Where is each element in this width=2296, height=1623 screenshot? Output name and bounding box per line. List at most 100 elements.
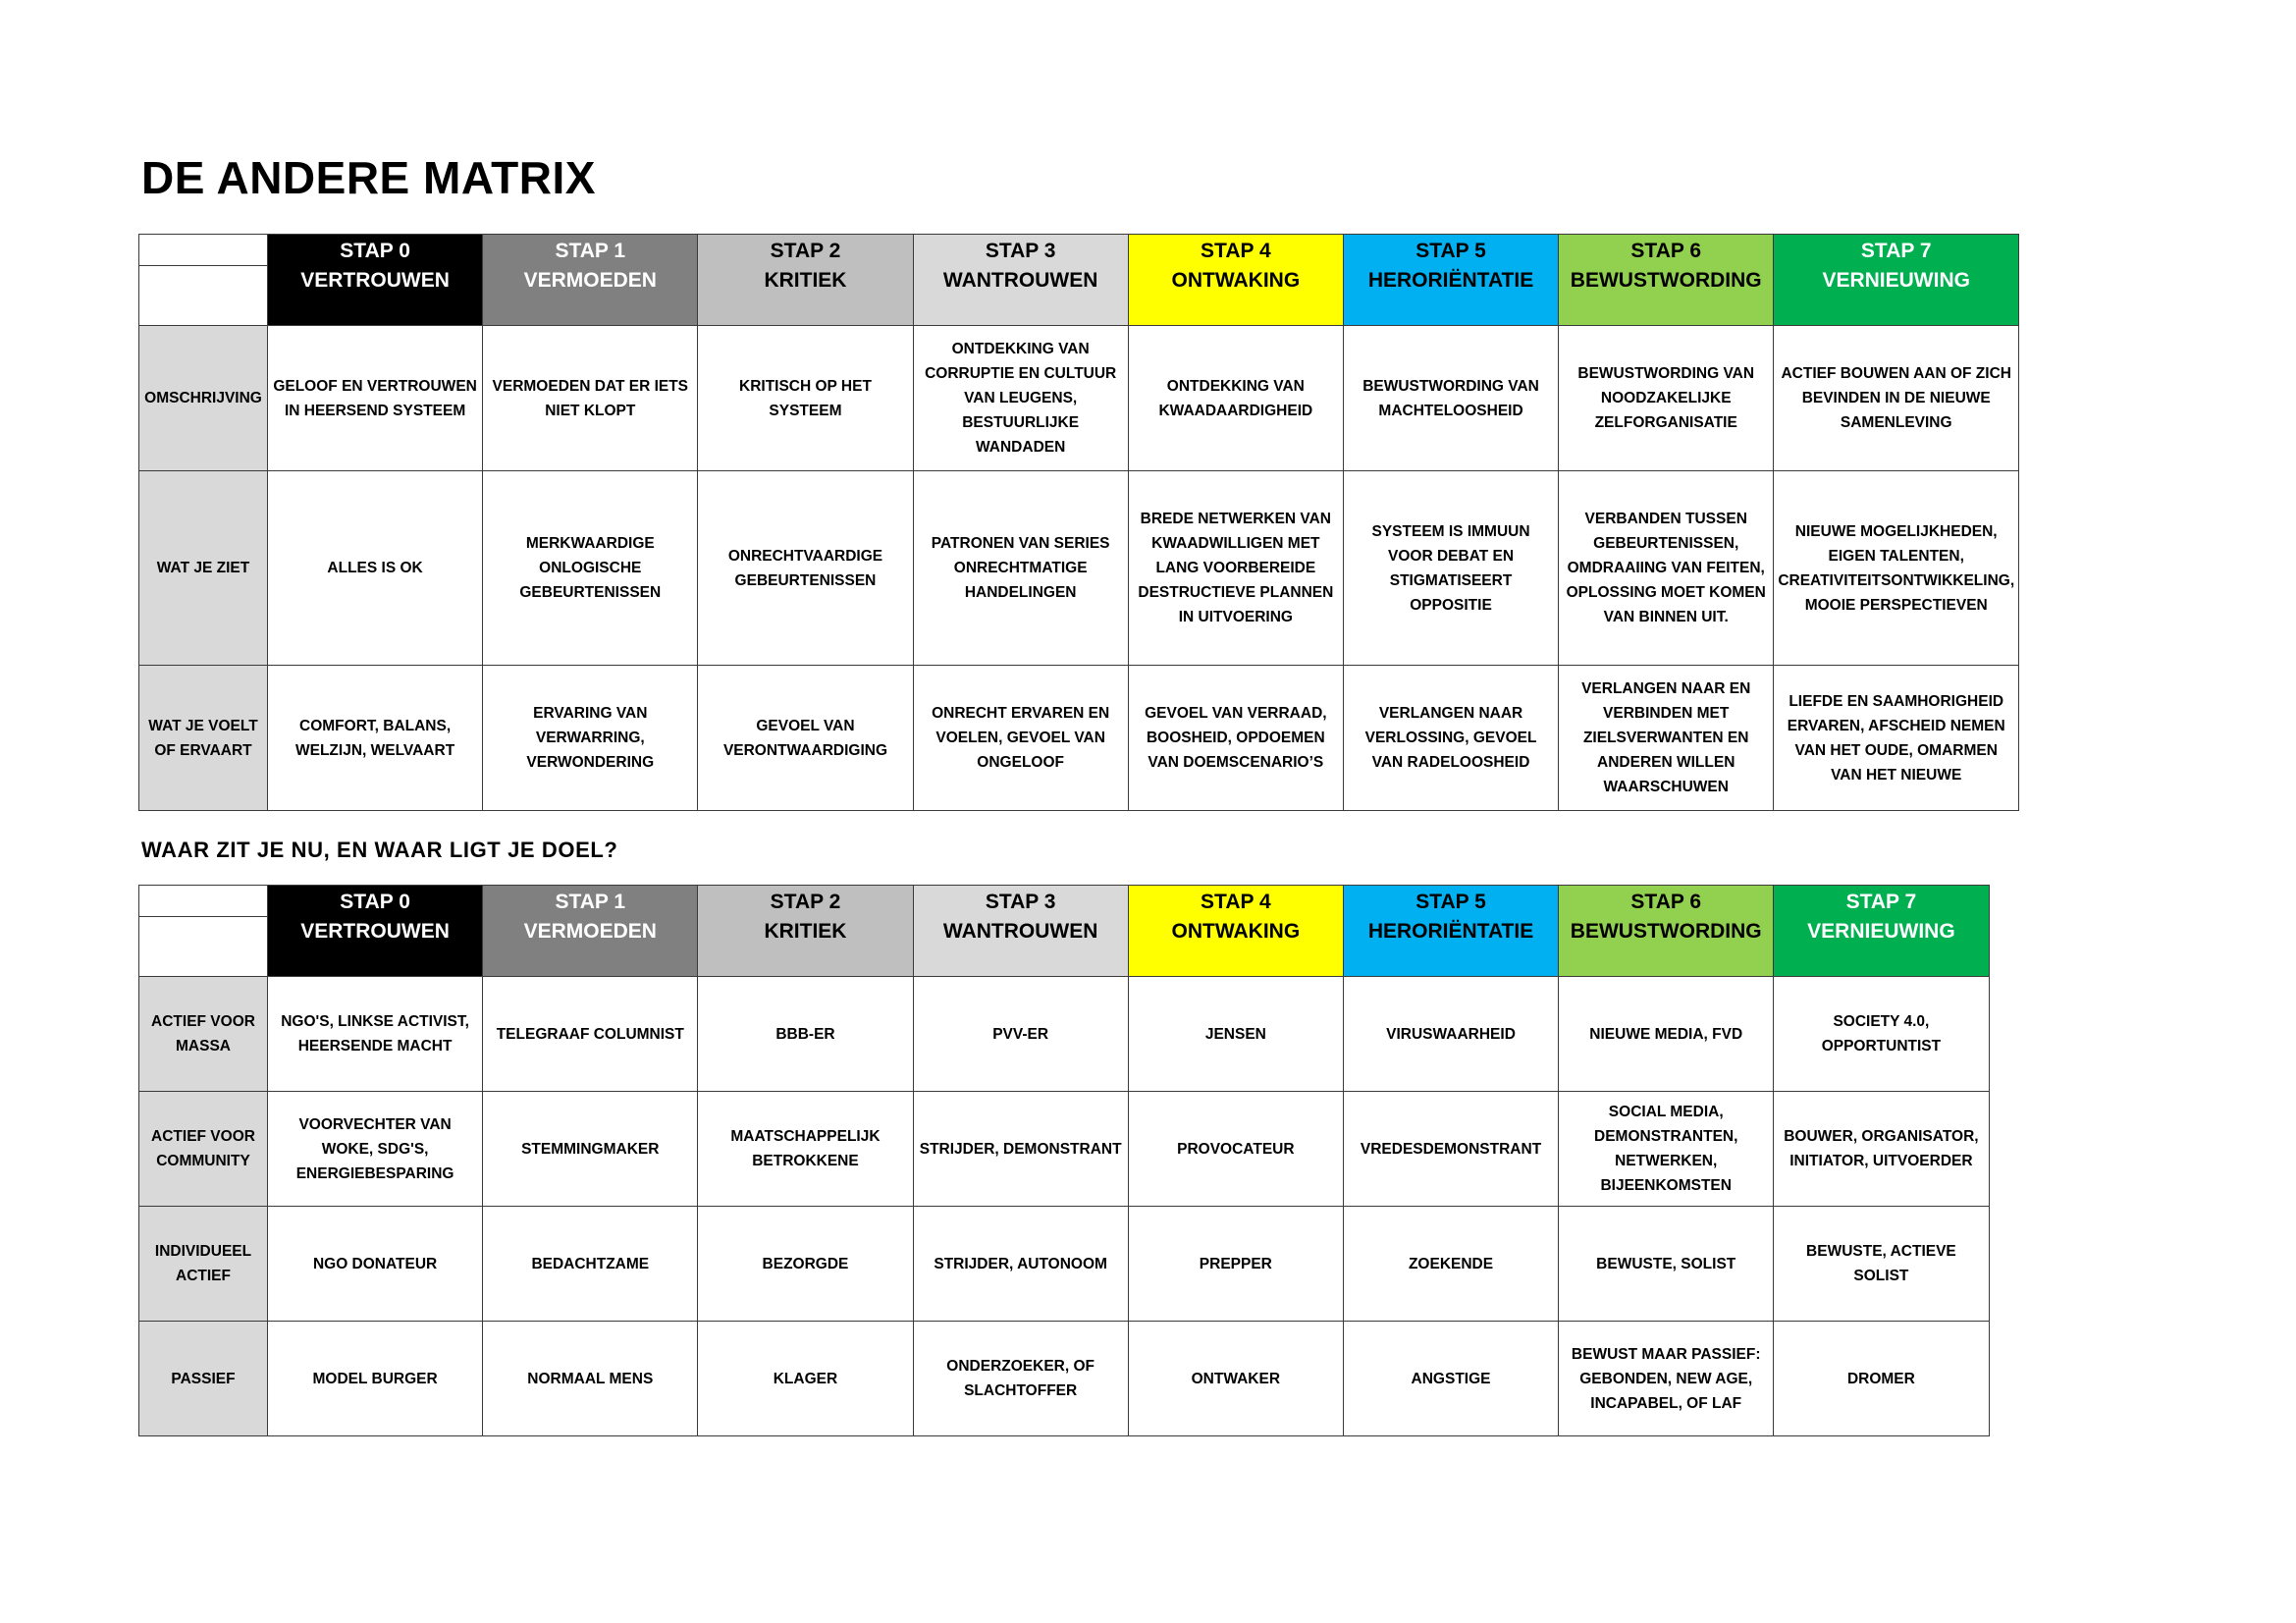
- matrix-cell: NORMAAL MENS: [482, 1321, 699, 1436]
- stage-step-7: STAP 7: [1773, 885, 1990, 917]
- matrix-cell: VERMOEDEN DAT ER IETS NIET KLOPT: [482, 325, 699, 471]
- stage-name-3: WANTROUWEN: [912, 916, 1129, 977]
- matrix-cell: BEWUSTWORDING VAN MACHTELOOSHEID: [1342, 325, 1560, 471]
- matrix-cell: VIRUSWAARHEID: [1342, 976, 1560, 1092]
- header-corner: [138, 234, 268, 266]
- stage-name-1: VERMOEDEN: [482, 916, 699, 977]
- matrix-cell: PROVOCATEUR: [1127, 1091, 1344, 1207]
- matrix-cell: BEZORGDE: [697, 1206, 914, 1322]
- matrix-cell: MERKWAARDIGE ONLOGISCHE GEBEURTENISSEN: [482, 470, 699, 666]
- stage-step-4: STAP 4: [1127, 885, 1344, 917]
- matrix-cell: BEWUSTE, ACTIEVE SOLIST: [1773, 1206, 1990, 1322]
- stage-name-0: VERTROUWEN: [266, 265, 484, 326]
- matrix-cell: ONDERZOEKER, OF SLACHTOFFER: [912, 1321, 1129, 1436]
- matrix-cell: PATRONEN VAN SERIES ONRECHTMATIGE HANDEL…: [912, 470, 1129, 666]
- stage-step-6: STAP 6: [1558, 885, 1775, 917]
- matrix-cell: ONTWAKER: [1127, 1321, 1344, 1436]
- matrix-cell: JENSEN: [1127, 976, 1344, 1092]
- matrix-cell: ONTDEKKING VAN CORRUPTIE EN CULTUUR VAN …: [912, 325, 1129, 471]
- matrix-cell: KRITISCH OP HET SYSTEEM: [697, 325, 914, 471]
- matrix-cell: ONRECHT ERVAREN EN VOELEN, GEVOEL VAN ON…: [912, 665, 1129, 811]
- stage-name-6: BEWUSTWORDING: [1558, 265, 1775, 326]
- matrix-cell: BEWUSTE, SOLIST: [1558, 1206, 1775, 1322]
- matrix-cell: ALLES IS OK: [266, 470, 484, 666]
- stage-name-0: VERTROUWEN: [266, 916, 484, 977]
- matrix-cell: NIEUWE MEDIA, FVD: [1558, 976, 1775, 1092]
- stage-step-5: STAP 5: [1342, 234, 1560, 266]
- stage-name-4: ONTWAKING: [1127, 916, 1344, 977]
- matrix-cell: STEMMINGMAKER: [482, 1091, 699, 1207]
- page-title: DE ANDERE MATRIX: [141, 152, 596, 203]
- row-label: WAT JE VOELT OF ERVAART: [138, 665, 268, 811]
- matrix-cell: GEVOEL VAN VERONTWAARDIGING: [697, 665, 914, 811]
- header-corner: [138, 265, 268, 326]
- matrix-cell: NGO DONATEUR: [266, 1206, 484, 1322]
- matrix-cell: GELOOF EN VERTROUWEN IN HEERSEND SYSTEEM: [266, 325, 484, 471]
- matrix-cell: ERVARING VAN VERWARRING, VERWONDERING: [482, 665, 699, 811]
- row-label: ACTIEF VOOR COMMUNITY: [138, 1091, 268, 1207]
- matrix-cell: DROMER: [1773, 1321, 1990, 1436]
- stage-step-4: STAP 4: [1127, 234, 1344, 266]
- matrix-cell: SYSTEEM IS IMMUUN VOOR DEBAT EN STIGMATI…: [1342, 470, 1560, 666]
- stage-step-3: STAP 3: [912, 234, 1129, 266]
- stage-name-7: VERNIEUWING: [1773, 916, 1990, 977]
- stage-step-2: STAP 2: [697, 885, 914, 917]
- row-label: WAT JE ZIET: [138, 470, 268, 666]
- matrix-cell: VERLANGEN NAAR VERLOSSING, GEVOEL VAN RA…: [1342, 665, 1560, 811]
- stage-name-2: KRITIEK: [697, 916, 914, 977]
- matrix-cell: BEWUSTWORDING VAN NOODZAKELIJKE ZELFORGA…: [1558, 325, 1775, 471]
- matrix-cell: ONTDEKKING VAN KWAADAARDIGHEID: [1127, 325, 1344, 471]
- stage-name-5: HERORIËNTATIE: [1342, 265, 1560, 326]
- matrix-cell: BEWUST MAAR PASSIEF: GEBONDEN, NEW AGE, …: [1558, 1321, 1775, 1436]
- matrix-cell: PREPPER: [1127, 1206, 1344, 1322]
- section-subtitle: WAAR ZIT JE NU, EN WAAR LIGT JE DOEL?: [141, 838, 618, 862]
- matrix-cell: STRIJDER, AUTONOOM: [912, 1206, 1129, 1322]
- stage-name-6: BEWUSTWORDING: [1558, 916, 1775, 977]
- matrix-cell: PVV-ER: [912, 976, 1129, 1092]
- matrix-cell: ANGSTIGE: [1342, 1321, 1560, 1436]
- row-label: ACTIEF VOOR MASSA: [138, 976, 268, 1092]
- header-corner: [138, 885, 268, 917]
- stage-name-2: KRITIEK: [697, 265, 914, 326]
- matrix-cell: ACTIEF BOUWEN AAN OF ZICH BEVINDEN IN DE…: [1773, 325, 2020, 471]
- matrix-cell: ZOEKENDE: [1342, 1206, 1560, 1322]
- matrix-cell: LIEFDE EN SAAMHORIGHEID ERVAREN, AFSCHEI…: [1773, 665, 2020, 811]
- matrix-cell: VREDESDEMONSTRANT: [1342, 1091, 1560, 1207]
- matrix-cell: VERBANDEN TUSSEN GEBEURTENISSEN, OMDRAAI…: [1558, 470, 1775, 666]
- header-corner: [138, 916, 268, 977]
- matrix-cell: NIEUWE MOGELIJKHEDEN, EIGEN TALENTEN, CR…: [1773, 470, 2020, 666]
- matrix-cell: VOORVECHTER VAN WOKE, SDG'S, ENERGIEBESP…: [266, 1091, 484, 1207]
- matrix-cell: TELEGRAAF COLUMNIST: [482, 976, 699, 1092]
- stage-step-6: STAP 6: [1558, 234, 1775, 266]
- matrix-cell: BREDE NETWERKEN VAN KWAADWILLIGEN MET LA…: [1127, 470, 1344, 666]
- stage-step-0: STAP 0: [266, 885, 484, 917]
- matrix-cell: MAATSCHAPPELIJK BETROKKENE: [697, 1091, 914, 1207]
- matrix-cell: MODEL BURGER: [266, 1321, 484, 1436]
- matrix-cell: BBB-ER: [697, 976, 914, 1092]
- stage-step-1: STAP 1: [482, 885, 699, 917]
- row-label: OMSCHRIJVING: [138, 325, 268, 471]
- matrix-cell: NGO'S, LINKSE ACTIVIST, HEERSENDE MACHT: [266, 976, 484, 1092]
- matrix-cell: COMFORT, BALANS, WELZIJN, WELVAART: [266, 665, 484, 811]
- matrix-cell: SOCIAL MEDIA, DEMONSTRANTEN, NETWERKEN, …: [1558, 1091, 1775, 1207]
- matrix-cell: ONRECHTVAARDIGE GEBEURTENISSEN: [697, 470, 914, 666]
- matrix-cell: BOUWER, ORGANISATOR, INITIATOR, UITVOERD…: [1773, 1091, 1990, 1207]
- matrix-cell: KLAGER: [697, 1321, 914, 1436]
- matrix-cell: SOCIETY 4.0, OPPORTUNTIST: [1773, 976, 1990, 1092]
- stage-name-7: VERNIEUWING: [1773, 265, 2020, 326]
- matrix-cell: BEDACHTZAME: [482, 1206, 699, 1322]
- matrix-cell: VERLANGEN NAAR EN VERBINDEN MET ZIELSVER…: [1558, 665, 1775, 811]
- matrix-cell: GEVOEL VAN VERRAAD, BOOSHEID, OPDOEMEN V…: [1127, 665, 1344, 811]
- stage-name-4: ONTWAKING: [1127, 265, 1344, 326]
- stage-step-2: STAP 2: [697, 234, 914, 266]
- stage-step-0: STAP 0: [266, 234, 484, 266]
- stage-name-1: VERMOEDEN: [482, 265, 699, 326]
